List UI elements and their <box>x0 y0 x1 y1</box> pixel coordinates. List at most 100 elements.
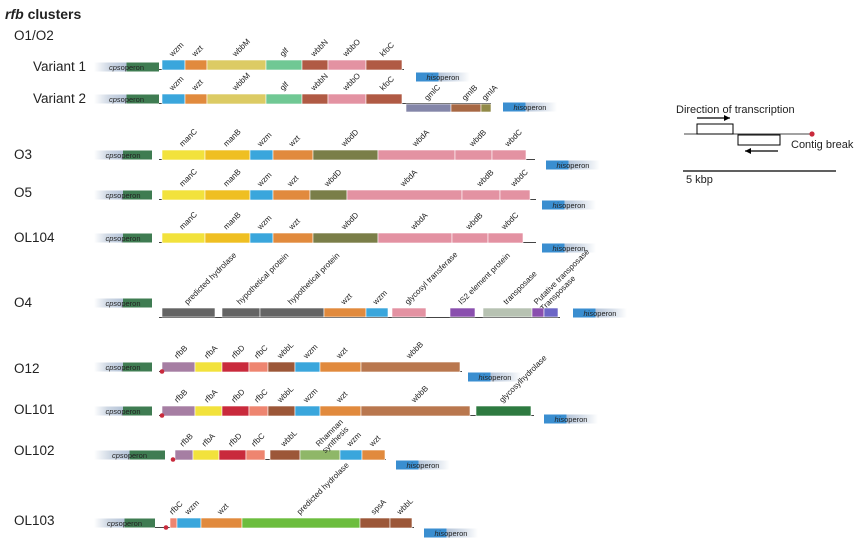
gene-wzt: wzt <box>323 291 367 318</box>
gene-putative-transposase-transposase: Putative transposaseTransposase <box>531 247 592 318</box>
cps-operon-o3: cpsoperon <box>94 150 152 160</box>
cluster-name: O4 <box>14 295 33 310</box>
gene-kfoc: kfoC <box>365 40 403 71</box>
gene-box <box>184 59 208 71</box>
operon-name: cps <box>105 363 117 372</box>
his-operon-label: hisoperon <box>553 201 586 210</box>
his-operon-fade <box>418 460 450 470</box>
operon-suffix: operon <box>416 461 439 470</box>
gene-wbdc: wbdC <box>499 167 531 201</box>
gene-box <box>161 93 186 105</box>
operon-suffix: operon <box>121 63 144 72</box>
gene-label-line: wzm <box>255 170 274 189</box>
gene-label-line: wbdA <box>408 210 430 232</box>
gene-label-line: manB <box>222 167 243 188</box>
gene-label-line: wzt <box>367 433 383 449</box>
gene-box <box>301 93 329 105</box>
gene-box <box>206 59 267 71</box>
his-operon-ol104: hisoperon <box>542 243 596 253</box>
gene-manc: manC <box>161 127 206 161</box>
gene-box <box>309 189 348 201</box>
gene-box <box>249 232 274 244</box>
cps-operon-o4: cpsoperon <box>94 298 152 308</box>
gene-rfbb: rfbB <box>174 432 195 461</box>
gene-label: wzm <box>255 213 274 232</box>
cluster-name: O3 <box>14 147 32 162</box>
cps-operon-box <box>126 62 159 72</box>
gene-box <box>377 232 453 244</box>
gene-box <box>259 307 325 318</box>
gene-label: hypothetical protein <box>286 251 341 306</box>
gene-box <box>169 517 178 529</box>
gene-label: rfbC <box>250 431 267 448</box>
gene-box <box>206 93 267 105</box>
gene-wzt: wzt <box>361 433 386 461</box>
gene-label: wzt <box>285 173 301 189</box>
gene-label: manC <box>178 127 200 149</box>
gene-box <box>319 361 362 373</box>
gene-box <box>161 189 206 201</box>
gene-box <box>221 307 261 318</box>
cluster-name: OL103 <box>14 513 55 528</box>
operon-name: cps <box>109 63 121 72</box>
cps-operon-label: cpsoperon <box>105 299 140 308</box>
operon-suffix: operon <box>566 161 589 170</box>
cps-operon-o5: cpsoperon <box>94 190 152 200</box>
operon-name: his <box>553 201 563 210</box>
his-operon-label: hisoperon <box>584 309 617 318</box>
cps-operon-label: cpsoperon <box>105 191 140 200</box>
gene-box <box>204 232 251 244</box>
gene-label-line: wzt <box>215 501 231 517</box>
cps-operon-fade <box>94 190 123 200</box>
gene-label: wbdB <box>463 211 484 232</box>
title-rest: clusters <box>28 6 82 22</box>
cluster-name: OL104 <box>14 230 55 245</box>
his-operon-box <box>546 160 569 170</box>
gene-box <box>360 405 471 417</box>
cps-operon-box <box>123 190 152 200</box>
gene-label-line: manB <box>222 210 243 231</box>
gene-box <box>194 361 223 373</box>
gene-label: rfbB <box>173 388 190 405</box>
cps-operon-box <box>126 94 159 104</box>
operon-name: cps <box>107 519 119 528</box>
gene-box <box>327 59 367 71</box>
diagram-title: rfb clusters <box>5 6 81 22</box>
gene-label: manB <box>222 127 243 148</box>
operon-suffix: operon <box>523 103 546 112</box>
gene-label: rfbA <box>203 387 220 404</box>
gene-gmlc: gmlC <box>405 83 452 113</box>
gene-label: wbdC <box>502 127 524 149</box>
his-operon-ol102: hisoperon <box>396 460 450 470</box>
operon-suffix: operon <box>593 309 616 318</box>
gene-label-line: wzt <box>189 77 205 93</box>
gene-label-line: wbbL <box>278 428 299 449</box>
gene-wzm: wzm <box>249 170 274 201</box>
gene-manb: manB <box>204 167 251 201</box>
gene-box <box>245 449 266 461</box>
gene-label: wbdA <box>398 167 420 189</box>
gene-label: manC <box>178 210 200 232</box>
gene-label-line: wbdB <box>467 128 488 149</box>
gene-wzt: wzt <box>200 501 243 529</box>
gene-box <box>265 93 303 105</box>
his-operon-fade <box>438 72 470 82</box>
gene-label-line: wbbL <box>275 384 296 405</box>
gene-predicted-hydrolase: predicted hydrolase <box>241 460 361 529</box>
gene-box <box>248 361 269 373</box>
gene-label-line: wbbN <box>308 71 330 93</box>
title-prefix: rfb <box>5 6 24 22</box>
gene-box <box>323 307 367 318</box>
gene-label: glycosyl transferase <box>403 250 460 307</box>
his-operon-fade <box>564 243 596 253</box>
his-operon-box <box>396 460 419 470</box>
gene-label: wzm <box>301 386 320 405</box>
gene-box <box>249 149 274 161</box>
cps-operon-box <box>123 150 152 160</box>
operon-suffix: operon <box>119 519 142 528</box>
contig-break-dot <box>159 369 165 374</box>
gene-box <box>461 189 501 201</box>
gene-wbbl: wbbL <box>267 384 296 417</box>
gene-wbbl: wbbL <box>269 428 301 461</box>
